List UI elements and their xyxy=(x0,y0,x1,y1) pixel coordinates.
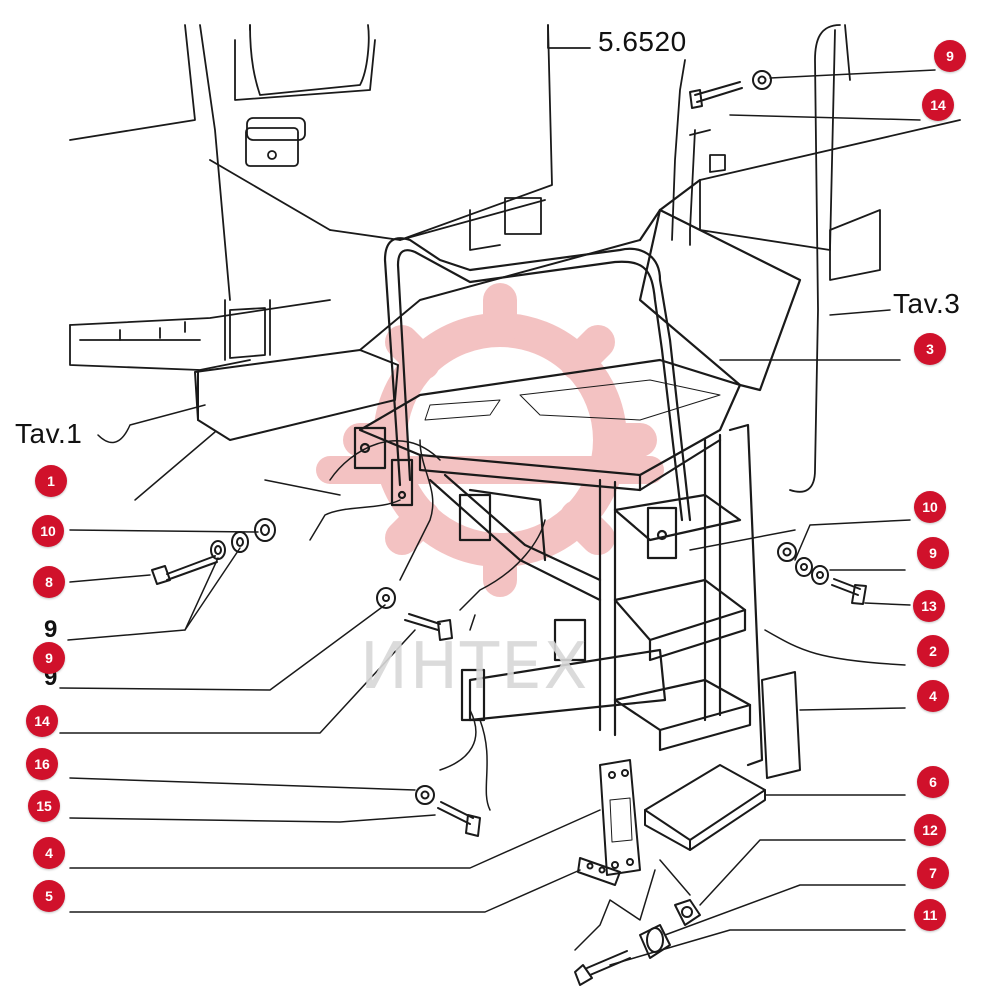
buffer-parts xyxy=(639,899,701,959)
platform-assembly xyxy=(353,178,802,767)
callout-badge: 14 xyxy=(922,89,954,121)
cab-body xyxy=(69,24,553,371)
callout-badge: 16 xyxy=(26,748,58,780)
callout-badge: 11 xyxy=(914,899,946,931)
assembly-guide-lines xyxy=(264,439,796,951)
callout-badge: 4 xyxy=(917,680,949,712)
callout-badge: 15 xyxy=(28,790,60,822)
callout-badge: 8 xyxy=(33,566,65,598)
callout-badge: 10 xyxy=(914,491,946,523)
bolts xyxy=(151,81,867,986)
reinforcement-plates xyxy=(599,671,801,876)
callout-badge: 6 xyxy=(917,766,949,798)
right-cab-panel xyxy=(671,24,961,493)
reference-tav-3: Tav.3 xyxy=(893,288,961,319)
callout-badge: 9 xyxy=(33,642,65,674)
small-plate xyxy=(577,857,621,886)
callout-badge: 7 xyxy=(917,857,949,889)
callout-badge: 2 xyxy=(917,635,949,667)
callout-badge: 4 xyxy=(33,837,65,869)
callout-badge: 14 xyxy=(26,705,58,737)
callout-badge: 9 xyxy=(934,40,966,72)
leader-lines xyxy=(59,69,936,966)
stray-label-9-upper: 9 xyxy=(44,616,58,643)
callout-badge: 3 xyxy=(914,333,946,365)
watermark-logo xyxy=(316,283,664,597)
watermark-text: ИНТЕХ xyxy=(360,630,590,704)
callout-badge: 1 xyxy=(35,465,67,497)
callout-badge: 12 xyxy=(914,814,946,846)
callout-badge: 10 xyxy=(32,515,64,547)
drawing-number: 5.6520 xyxy=(598,26,687,57)
callout-badge: 9 xyxy=(917,537,949,569)
washers-and-nuts xyxy=(210,70,829,805)
callout-badge: 13 xyxy=(913,590,945,622)
lower-step xyxy=(644,764,766,851)
reference-tav-1: Tav.1 xyxy=(15,418,83,449)
callout-badge: 5 xyxy=(33,880,65,912)
